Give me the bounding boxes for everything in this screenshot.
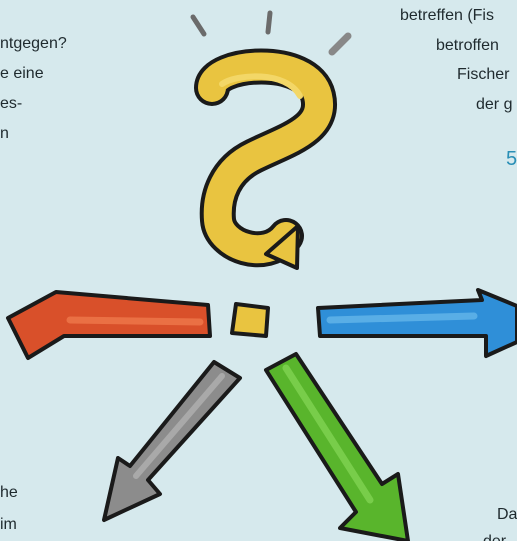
spark-lines-icon [190, 10, 352, 56]
left-text-line-4: n [0, 125, 9, 142]
left-text-line-3: es- [0, 95, 23, 112]
left-text-line-1: ntgegen? [0, 35, 67, 52]
right-number-fragment: 5 [506, 148, 517, 170]
right-text-line-3: Fischer [457, 66, 510, 83]
bottom-right-text-line-1: Da [497, 506, 517, 523]
right-text-line-2: betroffen [436, 37, 499, 54]
right-text-line-4: der g [476, 96, 513, 113]
arrow-right-icon [316, 288, 517, 358]
right-text-line-1: betreffen (Fis [400, 7, 494, 24]
arrow-left-icon [6, 290, 212, 360]
bottom-right-text-line-2: der [483, 530, 506, 541]
bottom-left-text-line-2: im [0, 516, 17, 533]
arrow-down-left-icon [102, 360, 242, 522]
left-text-line-2: e eine [0, 65, 44, 82]
bottom-left-text-line-1: he [0, 484, 18, 501]
question-mark-icon [194, 48, 337, 338]
arrow-down-right-icon [264, 352, 410, 541]
